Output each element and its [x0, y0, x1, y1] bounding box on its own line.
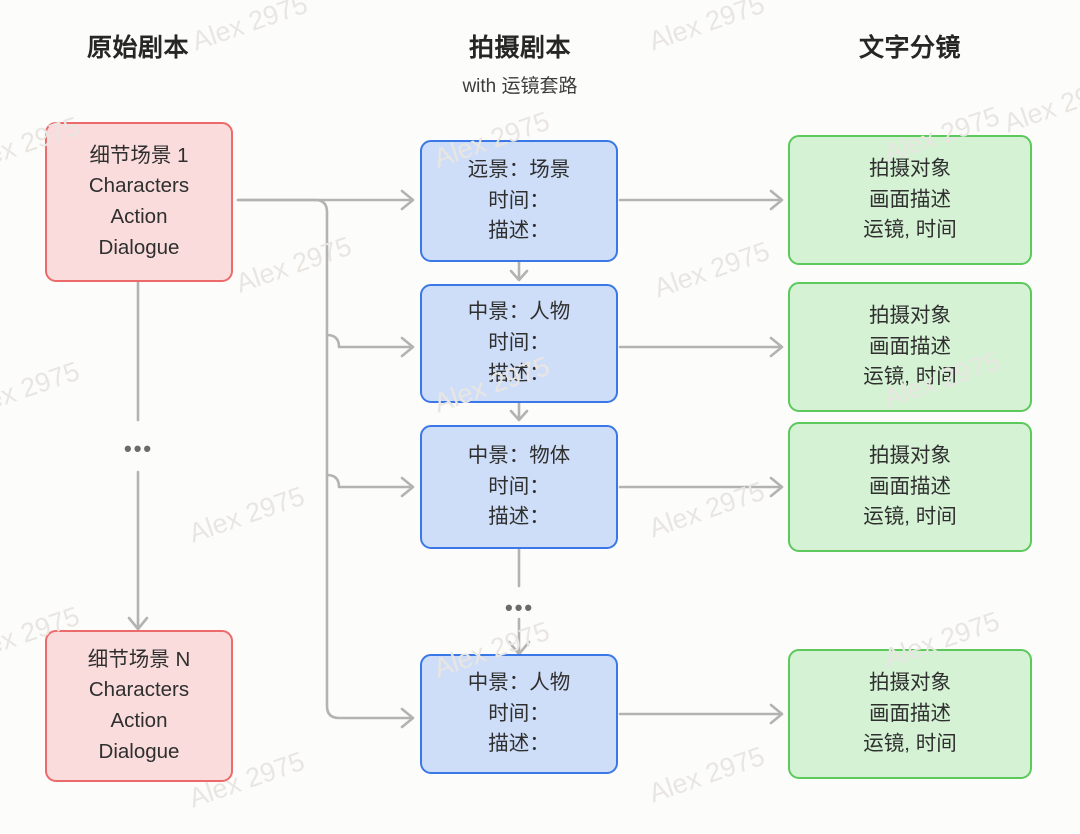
- node-shot-4-line-1: 中景：人物: [467, 670, 571, 694]
- node-shot-1-line-1: 远景：场景: [467, 157, 571, 181]
- node-storyboard-4[interactable]: 拍摄对象 画面描述 运镜, 时间: [788, 649, 1032, 779]
- node-shot-4[interactable]: 中景：人物 时间： 描述：: [420, 654, 618, 774]
- node-storyboard-2-line-1: 拍摄对象: [869, 303, 951, 327]
- node-shot-2-line-2: 时间：: [488, 331, 550, 355]
- node-shot-2[interactable]: 中景：人物 时间： 描述：: [420, 284, 618, 403]
- connector-branch-trunk: [236, 198, 413, 720]
- node-shot-4-line-2: 时间：: [488, 701, 550, 725]
- node-storyboard-3-line-2: 画面描述: [869, 474, 951, 498]
- watermark: Alex 2975: [1000, 70, 1080, 139]
- node-scene-1-line-4: Dialogue: [98, 235, 180, 259]
- watermark: Alex 2975: [0, 355, 84, 424]
- node-shot-3-line-1: 中景：物体: [467, 443, 571, 467]
- column-title-shooting-script: 拍摄剧本: [468, 34, 571, 62]
- arrowhead-storyboard-1: [769, 189, 784, 211]
- node-shot-3-line-2: 时间：: [488, 474, 550, 498]
- node-scene-n-line-1: 细节场景 N: [87, 647, 191, 671]
- node-storyboard-4-line-3: 运镜, 时间: [863, 732, 957, 756]
- node-storyboard-2-line-3: 运镜, 时间: [863, 365, 957, 389]
- column-title-original-script: 原始剧本: [86, 34, 189, 62]
- arrowhead-shot-3: [400, 476, 415, 498]
- node-shot-1-line-3: 描述：: [488, 219, 550, 243]
- connector-branch-shot-2: [325, 333, 413, 349]
- node-shot-2-line-3: 描述：: [488, 361, 550, 385]
- node-storyboard-3-line-1: 拍摄对象: [869, 443, 951, 467]
- watermark: Alex 2975: [232, 230, 356, 299]
- column-subtitle-shooting-script: with 运镜套路: [462, 76, 578, 97]
- ellipsis-scene-column: •••: [124, 436, 154, 461]
- node-scene-n-line-4: Dialogue: [98, 739, 180, 763]
- node-scene-1-line-1: 细节场景 1: [89, 143, 189, 167]
- ellipsis-shot-column: •••: [505, 595, 535, 620]
- node-storyboard-4-line-1: 拍摄对象: [869, 670, 951, 694]
- node-shot-4-line-3: 描述：: [488, 732, 550, 756]
- arrowhead-shot-1: [400, 189, 415, 211]
- arrowhead-shot4-chain: [507, 640, 531, 656]
- watermark: Alex 2975: [645, 475, 769, 544]
- node-scene-1-line-3: Action: [110, 205, 168, 228]
- node-shot-1-line-2: 时间：: [488, 188, 550, 212]
- node-shot-3[interactable]: 中景：物体 时间： 描述：: [420, 425, 618, 549]
- arrowhead-storyboard-3: [769, 476, 784, 498]
- node-shot-3-line-3: 描述：: [488, 505, 550, 529]
- node-scene-n-line-3: Action: [110, 709, 168, 732]
- arrowhead-shot1-shot2: [509, 269, 529, 282]
- node-scene-n-line-2: Characters: [88, 678, 190, 702]
- arrowhead-storyboard-2: [769, 336, 784, 358]
- node-scene-1[interactable]: 细节场景 1 Characters Action Dialogue: [45, 122, 233, 282]
- column-header-shooting-script: 拍摄剧本 with 运镜套路: [400, 33, 640, 98]
- node-storyboard-1-line-2: 画面描述: [869, 187, 951, 211]
- node-shot-1[interactable]: 远景：场景 时间： 描述：: [420, 140, 618, 262]
- node-storyboard-1-line-1: 拍摄对象: [869, 156, 951, 180]
- arrowhead-storyboard-4: [769, 703, 784, 725]
- watermark: Alex 2975: [645, 0, 769, 57]
- node-scene-n[interactable]: 细节场景 N Characters Action Dialogue: [45, 630, 233, 782]
- watermark: Alex 2975: [645, 740, 769, 809]
- node-storyboard-1-line-3: 运镜, 时间: [863, 218, 957, 242]
- arrowhead-shot-4: [400, 707, 415, 729]
- node-storyboard-4-line-2: 画面描述: [869, 701, 951, 725]
- arrowhead-sceneN: [127, 616, 149, 631]
- node-scene-1-line-2: Characters: [88, 174, 190, 198]
- watermark: Alex 2975: [650, 235, 774, 304]
- node-storyboard-2[interactable]: 拍摄对象 画面描述 运镜, 时间: [788, 282, 1032, 412]
- node-storyboard-3-line-3: 运镜, 时间: [863, 505, 957, 529]
- column-header-original-script: 原始剧本: [18, 33, 258, 63]
- watermark: Alex 2975: [185, 480, 309, 549]
- node-storyboard-1[interactable]: 拍摄对象 画面描述 运镜, 时间: [788, 135, 1032, 265]
- column-title-text-storyboard: 文字分镜: [858, 34, 961, 62]
- node-shot-2-line-1: 中景：人物: [467, 300, 571, 324]
- node-storyboard-2-line-2: 画面描述: [869, 334, 951, 358]
- arrowhead-shot2-shot3: [509, 409, 529, 422]
- arrowhead-shot-2: [400, 336, 415, 358]
- column-header-text-storyboard: 文字分镜: [790, 33, 1030, 63]
- connector-branch-shot-3: [325, 473, 413, 489]
- node-storyboard-3[interactable]: 拍摄对象 画面描述 运镜, 时间: [788, 422, 1032, 552]
